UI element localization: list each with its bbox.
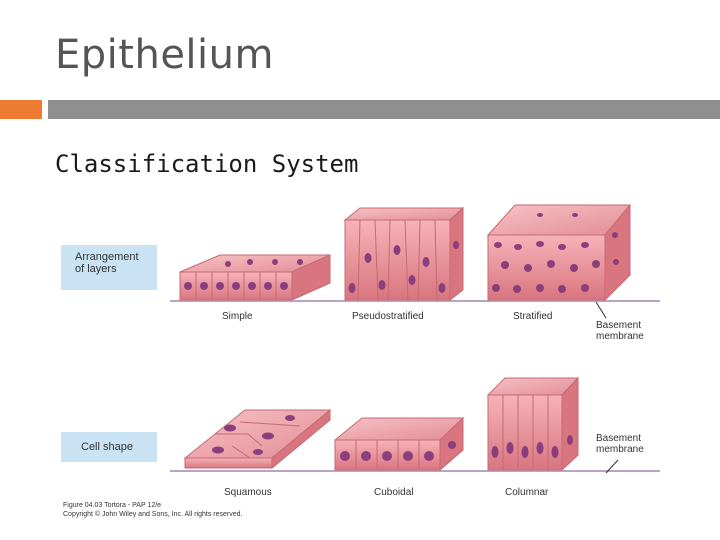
squamous-epithelium-illustration: [183, 408, 332, 470]
cell-shape-label-box: Cell shape: [61, 432, 157, 462]
slide-title: Epithelium: [55, 32, 274, 78]
basement-leader-top: [595, 301, 607, 319]
cuboidal-epithelium-illustration: [333, 416, 465, 472]
basement-label-bottom-line2: membrane: [596, 444, 644, 455]
caption-squamous: Squamous: [224, 487, 272, 498]
basement-label-top-line2: membrane: [596, 331, 644, 342]
pseudostratified-epithelium-illustration: [343, 206, 465, 302]
stratified-epithelium-illustration: [486, 203, 632, 302]
caption-stratified: Stratified: [513, 311, 553, 322]
title-rule: [48, 100, 720, 119]
figure-credit: Figure 04.03 Tortora - PAP 12/e Copyrigh…: [63, 501, 242, 519]
caption-simple: Simple: [222, 311, 253, 322]
caption-columnar: Columnar: [505, 487, 549, 498]
basement-label-top: Basement membrane: [596, 320, 644, 342]
caption-pseudostratified: Pseudostratified: [352, 311, 424, 322]
basement-label-top-line1: Basement: [596, 320, 642, 331]
simple-epithelium-illustration: [179, 254, 331, 301]
arrangement-label-line1: Arrangement: [75, 251, 139, 263]
basement-label-bottom-line1: Basement: [596, 433, 642, 444]
figure-credit-line2: Copyright © John Wiley and Sons, Inc. Al…: [63, 511, 243, 518]
cell-shape-label: Cell shape: [81, 441, 133, 453]
figure-credit-line1: Figure 04.03 Tortora - PAP 12/e: [63, 502, 162, 509]
accent-bar: [0, 100, 42, 119]
slide-subtitle: Classification System: [55, 150, 359, 178]
caption-cuboidal: Cuboidal: [374, 487, 414, 498]
columnar-epithelium-illustration: [486, 376, 580, 472]
basement-label-bottom: Basement membrane: [596, 433, 644, 455]
arrangement-label-line2: of layers: [75, 263, 117, 275]
basement-leader-bottom: [605, 459, 619, 474]
arrangement-label-box: Arrangement of layers: [61, 245, 157, 290]
